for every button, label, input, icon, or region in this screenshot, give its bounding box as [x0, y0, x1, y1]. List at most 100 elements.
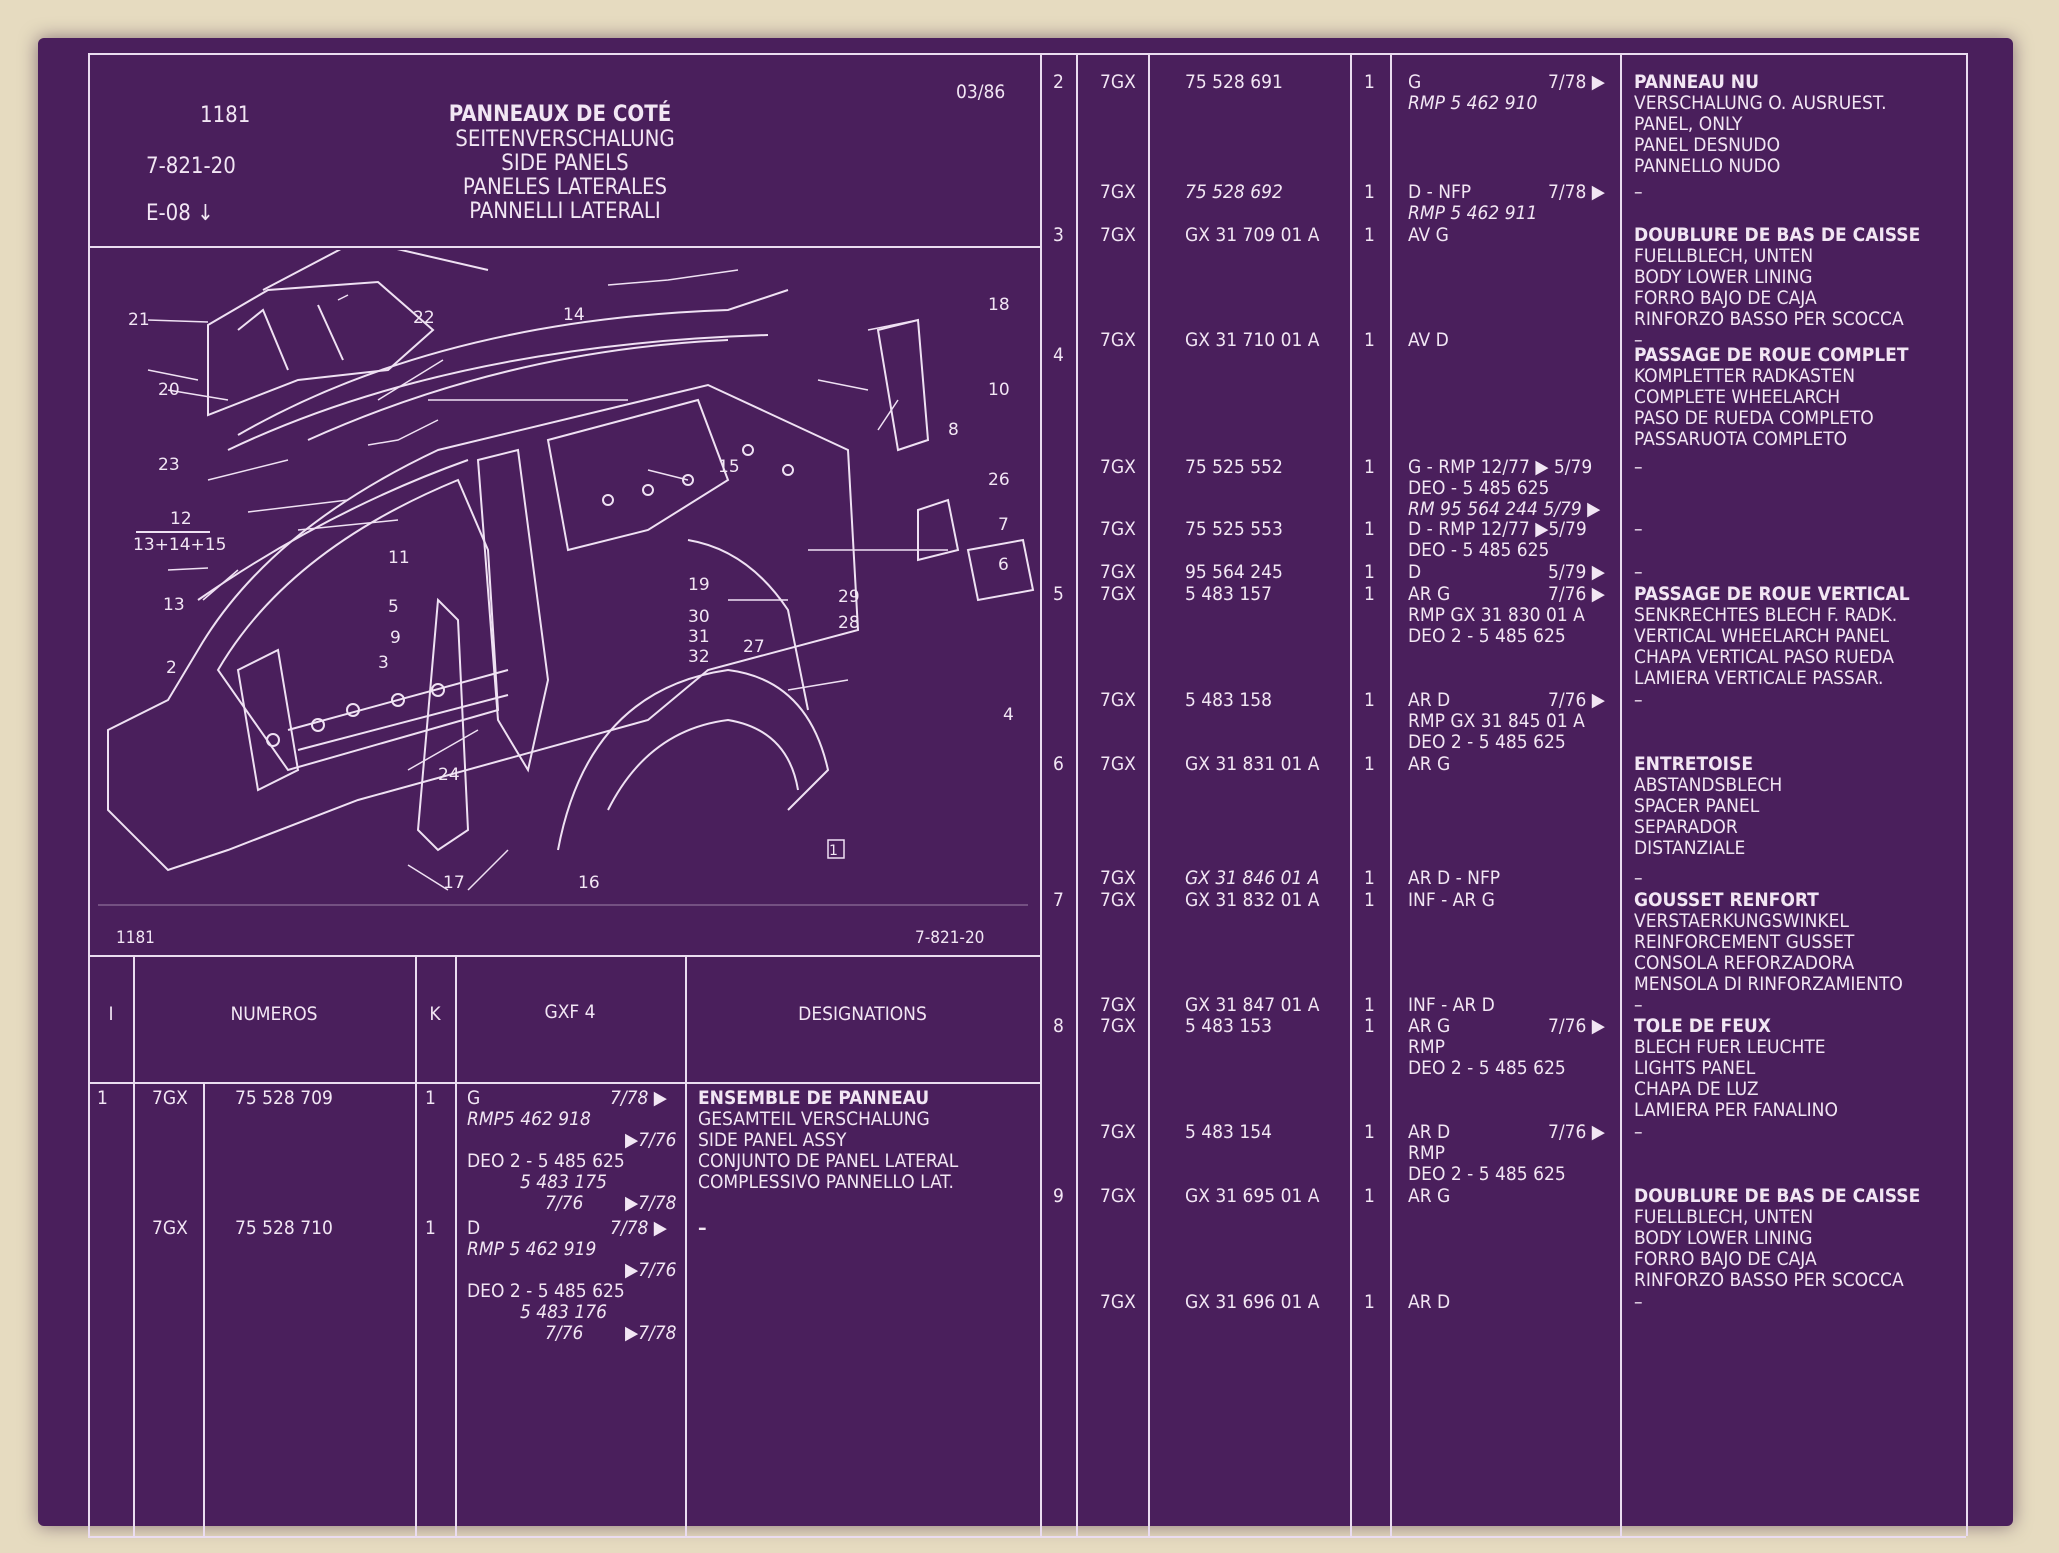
designation-line: PASSARUOTA COMPLETO: [1634, 428, 1848, 450]
row-index: 2: [1053, 71, 1064, 93]
rule-horizontal: [1040, 53, 1966, 55]
svg-text:23: 23: [158, 455, 180, 475]
designation-line: GESAMTEIL VERSCHALUNG: [698, 1108, 930, 1130]
variant-line: 7/76: [545, 1192, 584, 1214]
variant-line: DEO 2 - 5 485 625: [1408, 731, 1566, 753]
part-number: 75 525 552: [1185, 456, 1283, 478]
date-marker: 7/78 ▶: [1548, 71, 1605, 93]
quantity: 1: [1364, 889, 1375, 911]
title-de: SEITENVERSCHALUNG: [455, 127, 675, 152]
rule-vertical: [1148, 53, 1150, 1536]
row-index: 5: [1053, 583, 1064, 605]
quantity: 1: [1364, 71, 1375, 93]
svg-text:1: 1: [829, 843, 838, 859]
rule-horizontal: [88, 1536, 1040, 1538]
svg-text:12: 12: [170, 509, 192, 529]
rule-vertical: [1966, 53, 1968, 1536]
designation-line: CONJUNTO DE PANEL LATERAL: [698, 1150, 959, 1172]
designation-line: –: [1634, 994, 1643, 1016]
part-number: 95 564 245: [1185, 561, 1283, 583]
part-number: GX 31 832 01 A: [1185, 889, 1320, 911]
variant-line: RMP 5 462 911: [1408, 202, 1538, 224]
designation-line: TOLE DE FEUX: [1634, 1015, 1771, 1037]
part-code: 7GX: [152, 1217, 188, 1239]
variant-line: DEO 2 - 5 485 625: [467, 1280, 625, 1302]
variant-line: AR D - NFP: [1408, 867, 1501, 889]
part-code: 7GX: [1100, 1291, 1136, 1313]
row-index: 4: [1053, 344, 1064, 366]
svg-text:22: 22: [413, 308, 435, 328]
part-code: 7GX: [1100, 889, 1136, 911]
date-marker: ▶7/78: [625, 1192, 677, 1214]
row-index: 6: [1053, 753, 1064, 775]
variant-line: DEO 2 - 5 485 625: [1408, 1163, 1566, 1185]
quantity: 1: [1364, 1015, 1375, 1037]
variant-line: 5 483 176: [520, 1301, 607, 1323]
part-number: GX 31 696 01 A: [1185, 1291, 1320, 1313]
designation-line: –: [1634, 689, 1643, 711]
variant-line: AR G: [1408, 753, 1451, 775]
title-fr: PANNEAUX DE COTÉ: [448, 102, 672, 127]
rule-horizontal: [88, 1082, 1040, 1084]
variant-line: AR G: [1408, 1185, 1451, 1207]
svg-text:13+14+15: 13+14+15: [133, 535, 226, 555]
rule-vertical: [1390, 53, 1392, 1536]
variant-line: RMP 5 462 919: [467, 1238, 597, 1260]
variant-line: D: [1408, 561, 1422, 583]
part-number: GX 31 695 01 A: [1185, 1185, 1320, 1207]
part-code: 7GX: [1100, 181, 1136, 203]
part-number: 75 528 692: [1185, 181, 1283, 203]
variant-line: RMP: [1408, 1036, 1445, 1058]
svg-text:7: 7: [998, 515, 1009, 535]
quantity: 1: [1364, 994, 1375, 1016]
part-code: 7GX: [1100, 1121, 1136, 1143]
quantity: 1: [425, 1087, 436, 1109]
designation-line: SPACER PANEL: [1634, 795, 1760, 817]
svg-text:8: 8: [948, 420, 959, 440]
variant-line: D - NFP: [1408, 181, 1472, 203]
designation-line: CONSOLA REFORZADORA: [1634, 952, 1855, 974]
rule-horizontal: [88, 246, 1040, 248]
designation-line: PANEL, ONLY: [1634, 113, 1743, 135]
sub-reference: E-08 ↓: [146, 201, 214, 226]
designation-line: SIDE PANEL ASSY: [698, 1129, 847, 1151]
quantity: 1: [1364, 753, 1375, 775]
variant-line: AV G: [1408, 224, 1449, 246]
part-code: 7GX: [1100, 71, 1136, 93]
variant-line: 5 483 175: [520, 1171, 607, 1193]
date-marker: ▶7/78: [625, 1322, 677, 1344]
rule-horizontal: [88, 955, 1040, 957]
date-marker: ▶7/76: [625, 1259, 677, 1281]
row-index: 1: [97, 1087, 108, 1109]
variant-line: RMP GX 31 830 01 A: [1408, 604, 1585, 626]
part-number: 75 528 691: [1185, 71, 1283, 93]
body-outline: [107, 383, 860, 872]
row-index: 9: [1053, 1185, 1064, 1207]
rule-vertical: [455, 955, 457, 1536]
designation-line: CHAPA VERTICAL PASO RUEDA: [1634, 646, 1894, 668]
col-header-k: K: [429, 1003, 441, 1025]
catalog-number: 1181: [200, 103, 251, 128]
svg-text:30: 30: [688, 607, 710, 627]
variant-line: AR G: [1408, 583, 1451, 605]
part-number: 75 528 710: [235, 1217, 333, 1239]
date-marker: 7/78 ▶: [610, 1217, 667, 1239]
catalog-sheet: [38, 38, 2013, 1526]
svg-text:18: 18: [988, 295, 1010, 315]
variant-line: RMP: [1408, 1142, 1445, 1164]
rule-vertical: [1350, 53, 1352, 1536]
diagram-box-1: [827, 839, 845, 859]
variant-line: G - RMP 12/77 ▶ 5/79: [1408, 456, 1593, 478]
designation-line: –: [1634, 518, 1643, 540]
designation-line: PASSAGE DE ROUE VERTICAL: [1634, 583, 1910, 605]
diagram-footer-left: 1181: [116, 928, 155, 948]
part-number: GX 31 831 01 A: [1185, 753, 1320, 775]
variant-line: AR D: [1408, 1121, 1451, 1143]
designation-line: DOUBLURE DE BAS DE CAISSE: [1634, 1185, 1921, 1207]
part-code: 7GX: [1100, 867, 1136, 889]
variant-line: RMP 5 462 910: [1408, 92, 1538, 114]
date-code: 03/86: [956, 81, 1006, 103]
part-code: 7GX: [1100, 583, 1136, 605]
part-number: 5 483 157: [1185, 583, 1272, 605]
part-number: GX 31 710 01 A: [1185, 329, 1320, 351]
